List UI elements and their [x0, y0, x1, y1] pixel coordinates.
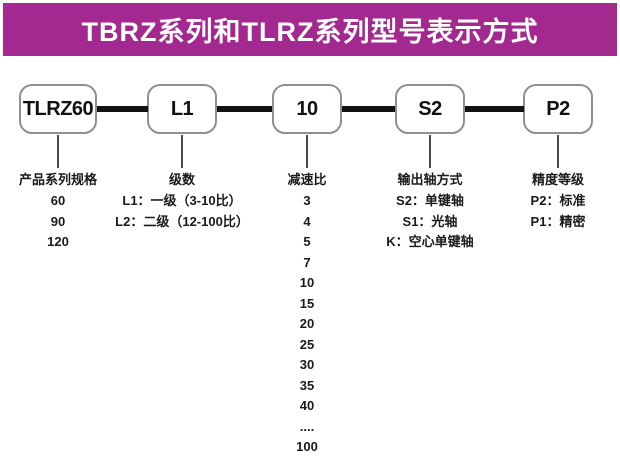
model-box: L1 [147, 84, 217, 134]
connector-line [342, 106, 395, 112]
option-list: 60 90 120 [47, 191, 69, 253]
option-item: 20 [299, 316, 315, 331]
drop-line [181, 135, 183, 168]
model-code-column: P2 精度等级 P2：标准 P1：精密 [498, 84, 618, 232]
option-item: 60 [50, 193, 66, 208]
column-heading: 精度等级 [531, 172, 584, 187]
option-item: S2：单键轴 [396, 193, 464, 208]
option-item: 100 [296, 439, 318, 454]
option-item: K：空心单键轴 [386, 234, 474, 249]
option-item: 30 [299, 357, 315, 372]
drop-line [557, 135, 559, 168]
column-heading: 减速比 [287, 172, 327, 187]
option-item: 35 [299, 377, 315, 393]
option-item: 4 [303, 213, 311, 229]
diagram: TLRZ60 产品系列规格 60 90 120 L1 级数 L1：一级（3-10比）… [0, 84, 620, 460]
model-box: P2 [523, 84, 593, 134]
option-item: 3 [303, 193, 311, 208]
option-item: 40 [299, 398, 315, 413]
model-code-column: L1 级数 L1：一级（3-10比） L2：二级（12-100比） [107, 84, 257, 232]
option-item: 15 [299, 295, 315, 311]
drop-line [429, 135, 431, 168]
drop-line [57, 135, 59, 168]
drop-line [306, 135, 308, 168]
option-item: S1：光轴 [402, 213, 458, 229]
connector-line [465, 106, 524, 112]
option-item: 25 [299, 336, 315, 352]
option-item: .... [299, 418, 315, 434]
title-bar: TBRZ系列和TLRZ系列型号表示方式 [3, 3, 617, 56]
model-code-column: S2 输出轴方式 S2：单键轴 S1：光轴 K：空心单键轴 [360, 84, 500, 253]
option-item: 90 [50, 213, 66, 229]
option-list: L1：一级（3-10比） L2：二级（12-100比） [115, 191, 249, 232]
option-item: L2：二级（12-100比） [115, 213, 249, 229]
column-heading: 输出轴方式 [397, 172, 463, 187]
option-list: 3 4 5 7 10 15 20 25 30 35 40.... 100 [296, 191, 318, 458]
option-list: P2：标准 P1：精密 [531, 191, 586, 232]
model-code-column: TLRZ60 产品系列规格 60 90 120 [3, 84, 113, 253]
model-box: S2 [395, 84, 465, 134]
model-code-column: 10 减速比 3 4 5 7 10 15 20 25 30 35 40.... 100 [247, 84, 367, 458]
option-item: L1：一级（3-10比） [122, 193, 242, 208]
option-item: 120 [47, 234, 69, 249]
column-heading: 级数 [168, 172, 195, 187]
option-item: P1：精密 [530, 213, 586, 229]
option-item: 10 [299, 275, 315, 290]
model-box: TLRZ60 [19, 84, 97, 134]
page-title: TBRZ系列和TLRZ系列型号表示方式 [81, 17, 539, 47]
connector-line [217, 106, 272, 112]
option-list: S2：单键轴 S1：光轴 K：空心单键轴 [386, 191, 473, 253]
column-heading: 产品系列规格 [18, 172, 97, 187]
model-box: 10 [272, 84, 342, 134]
option-item: P2：标准 [530, 193, 586, 208]
option-item: 7 [303, 254, 311, 270]
option-item: 5 [303, 234, 311, 249]
connector-line [97, 106, 148, 112]
